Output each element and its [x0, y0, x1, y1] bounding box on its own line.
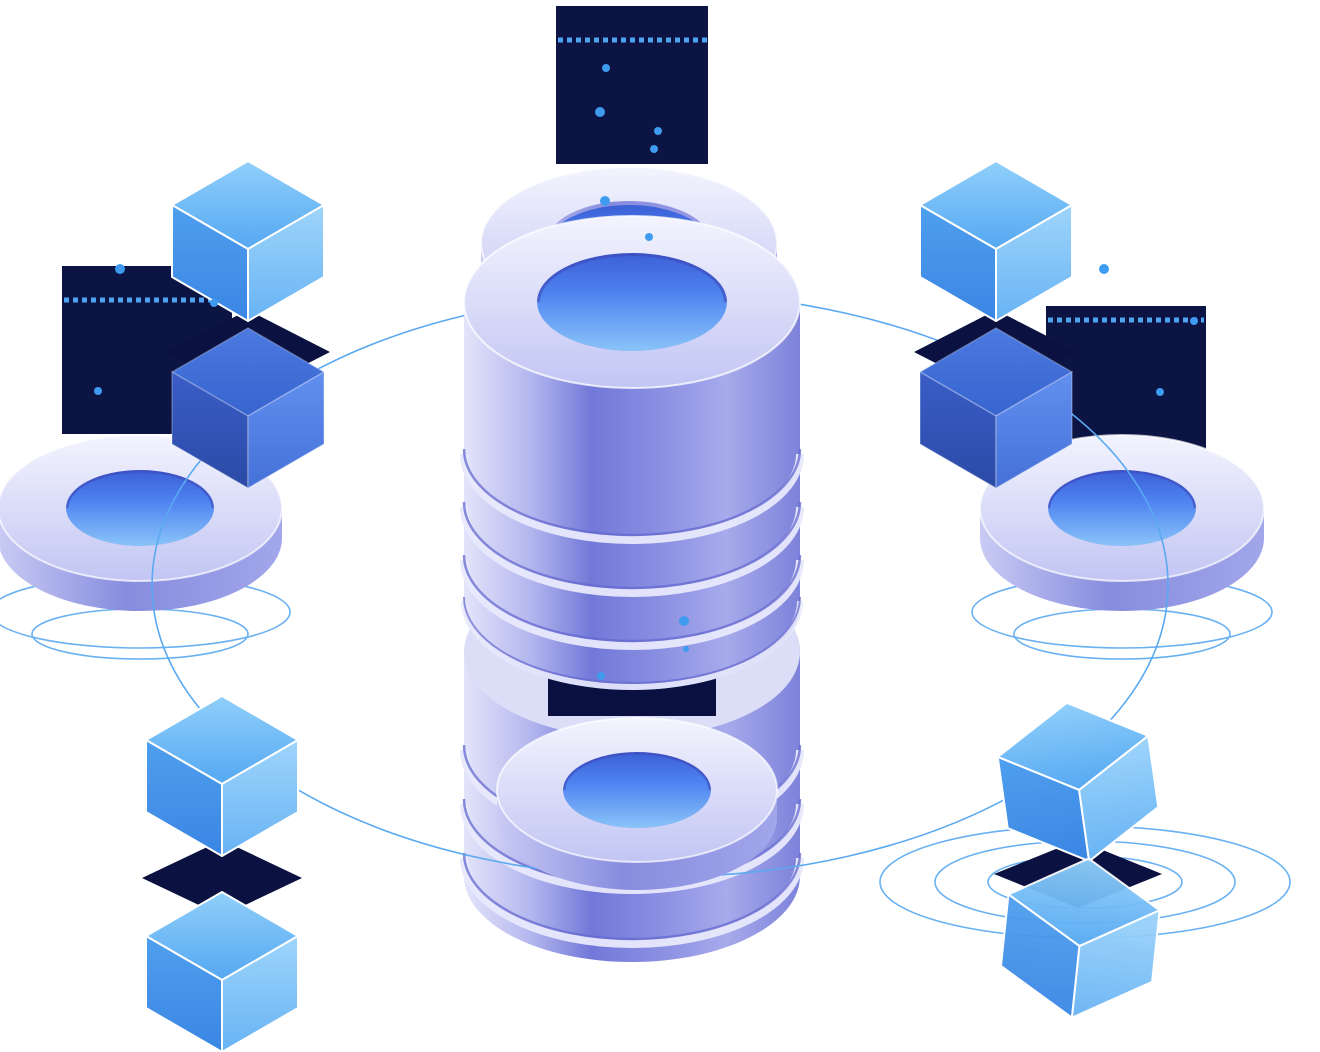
cube-right-face [221, 739, 299, 857]
right-ring-hole-rim [1045, 467, 1199, 509]
front-ring-hole-rim [560, 749, 714, 791]
front-ring-face [497, 718, 777, 862]
right-tilted-cube [996, 701, 1160, 863]
upper-ring-hole-rim [534, 250, 730, 303]
left-ring-hole [66, 470, 214, 546]
cube-right-face [247, 371, 325, 489]
cube-left-face [145, 935, 223, 1052]
front-ring-rim-highlight [496, 717, 778, 863]
dot [94, 387, 102, 395]
groove-light [461, 600, 803, 690]
right-orbit-ellipse-inner [1013, 608, 1231, 660]
groove-light [460, 803, 804, 894]
dot [597, 672, 605, 680]
dot [1156, 388, 1164, 396]
dot [650, 145, 658, 153]
left-ring-face [0, 435, 282, 581]
front-storage-ring [496, 717, 778, 890]
right-storage-ring [979, 434, 1265, 611]
left-orbit-ellipse-inner [31, 608, 249, 660]
left-ring-rim-highlight [0, 434, 283, 582]
dot [654, 127, 662, 135]
dot [1099, 264, 1109, 274]
right-ring-face [980, 435, 1264, 581]
groove-light [460, 453, 804, 544]
cube-right-face [1078, 734, 1160, 863]
right-ring-hole [1048, 470, 1196, 546]
right-reflected-cube [999, 857, 1161, 1019]
groove-light [460, 559, 804, 650]
panel-sawtooth-edges [64, 37, 1204, 323]
dot [683, 646, 689, 652]
groove-dark [462, 554, 802, 643]
dot [679, 616, 689, 626]
floating-dots [94, 64, 1198, 680]
groove-dark [462, 448, 802, 537]
dot [210, 299, 218, 307]
upper-stack-grooves [460, 448, 804, 690]
dot [602, 64, 610, 72]
left-deep-cube [171, 327, 325, 489]
groove-light [460, 857, 804, 948]
right-top-cube [919, 160, 1073, 322]
groove-dark [462, 852, 802, 941]
groove-light [460, 506, 804, 597]
top-data-stream-panel [556, 6, 708, 164]
cube-right-face [221, 935, 299, 1052]
dot [1190, 317, 1198, 325]
tower-upper-stack [460, 215, 804, 690]
right-ring-rim-highlight [979, 434, 1265, 582]
left-bottom-diamond [142, 840, 302, 916]
upper-ring-rim-highlight [463, 215, 801, 389]
left-ring-hole-rim [63, 467, 217, 509]
right-deep-cube [919, 327, 1073, 489]
dot [600, 196, 610, 206]
dot [595, 107, 605, 117]
dot [115, 264, 125, 274]
deep-cubes [171, 327, 1073, 489]
left-lowest-cube [145, 891, 299, 1052]
front-ring-hole [563, 752, 711, 828]
groove-dark [462, 501, 802, 590]
floating-cubes [145, 160, 1161, 1052]
cube-right-face [995, 204, 1073, 322]
lower-stack-grooves [460, 744, 804, 948]
cube-right-face [1070, 909, 1161, 1019]
upper-ring-hole [537, 253, 727, 351]
upper-ring-face [464, 216, 800, 388]
left-bottom-cube [145, 695, 299, 857]
cube-right-face [247, 204, 325, 322]
left-storage-ring [0, 434, 283, 611]
groove-dark [463, 596, 801, 684]
dot [645, 233, 653, 241]
cube-right-face [995, 371, 1073, 489]
left-top-cube [171, 160, 325, 322]
